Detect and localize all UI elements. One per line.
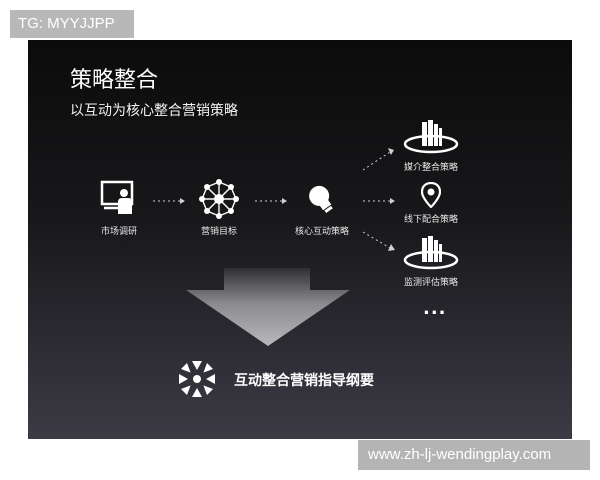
converge-arrows-icon: [179, 361, 215, 397]
flow-connectors: [153, 148, 395, 251]
location-pin-icon: [421, 182, 441, 208]
branch-label-offline: 线下配合策略: [403, 215, 459, 225]
branch-label-media: 媒介整合策略: [403, 163, 459, 173]
step-label-research: 市场调研: [100, 227, 138, 237]
network-icon: [199, 179, 239, 219]
lightbulb-icon: [309, 185, 333, 213]
branch-label-monitor: 监测评估策略: [403, 278, 459, 288]
presenter-icon: [100, 180, 134, 214]
step-label-goal: 营销目标: [200, 227, 238, 237]
strategy-slide: 策略整合 以互动为核心整合营销策略 市场调研: [28, 40, 572, 439]
slide-subtitle: 以互动为核心整合营销策略: [70, 103, 238, 119]
step-label-core-strategy: 核心互动策略: [294, 227, 350, 237]
result-label: 互动整合营销指导纲要: [234, 373, 374, 389]
building-icon: [403, 236, 459, 270]
more-indicator: ...: [423, 298, 447, 319]
watermark: www.zh-lj-wendingplay.com: [358, 440, 590, 470]
slide-title: 策略整合: [70, 68, 159, 93]
down-arrow-icon: [186, 268, 350, 346]
building-icon: [403, 120, 459, 154]
tg-tag: TG: MYYJJPP: [10, 10, 134, 38]
